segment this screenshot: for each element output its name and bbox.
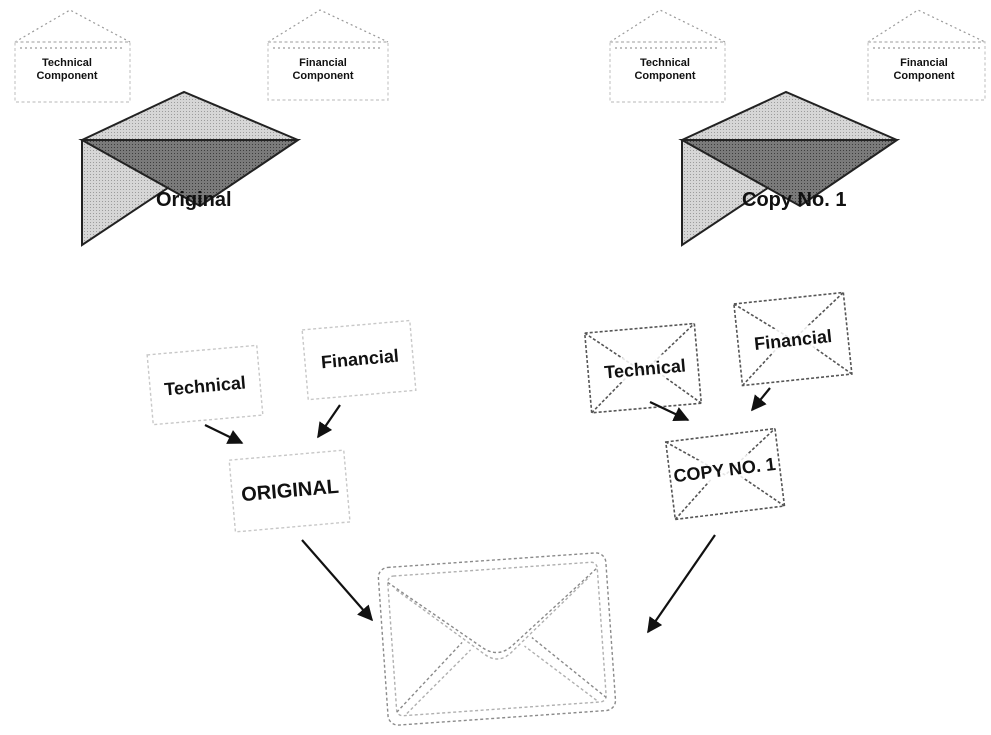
final-outer-envelope-icon [377, 552, 617, 726]
original-combined-label: ORIGINAL [240, 476, 339, 506]
top-right-financial-label-1: Financial [900, 57, 948, 69]
arrow-financial-to-copy [751, 387, 771, 412]
arrow-technical-to-original [204, 424, 244, 444]
top-right-small-technical-envelope: Technical Component [609, 9, 726, 103]
arrow-technical-to-copy [649, 401, 690, 422]
copy-no-1-big-envelope: Copy No. 1 [678, 90, 901, 247]
bottom-right-financial-envelope: Financial [733, 291, 853, 387]
original-combined-envelope: ORIGINAL [228, 449, 351, 533]
top-left-small-financial-envelope: Financial Component [267, 9, 389, 101]
arrow-copy-to-final [647, 534, 716, 634]
arrow-financial-to-original [317, 404, 341, 439]
bottom-left-technical-envelope: Technical [146, 344, 264, 426]
top-left-technical-label-1: Technical [42, 57, 92, 69]
arrow-original-to-final [301, 539, 374, 622]
original-big-label: Original [156, 189, 232, 211]
bottom-left-technical-label: Technical [164, 372, 247, 399]
bottom-left-financial-label: Financial [320, 346, 399, 373]
top-right-small-financial-envelope: Financial Component [867, 9, 986, 101]
top-right-technical-label-1: Technical [640, 57, 690, 69]
top-left-financial-label-1: Financial [299, 57, 347, 69]
copy-no-1-big-label: Copy No. 1 [742, 189, 846, 211]
top-right-technical-label-2: Component [634, 70, 695, 82]
copy-no-1-combined-envelope: COPY NO. 1 [664, 427, 786, 521]
top-right-financial-label-2: Component [893, 70, 954, 82]
top-left-small-technical-envelope: Technical Component [14, 9, 131, 103]
bottom-left-financial-envelope: Financial [301, 319, 417, 401]
top-left-technical-label-2: Component [36, 70, 97, 82]
bottom-right-technical-envelope: Technical [583, 322, 703, 414]
top-left-financial-label-2: Component [292, 70, 353, 82]
original-big-envelope: Original [78, 90, 302, 247]
